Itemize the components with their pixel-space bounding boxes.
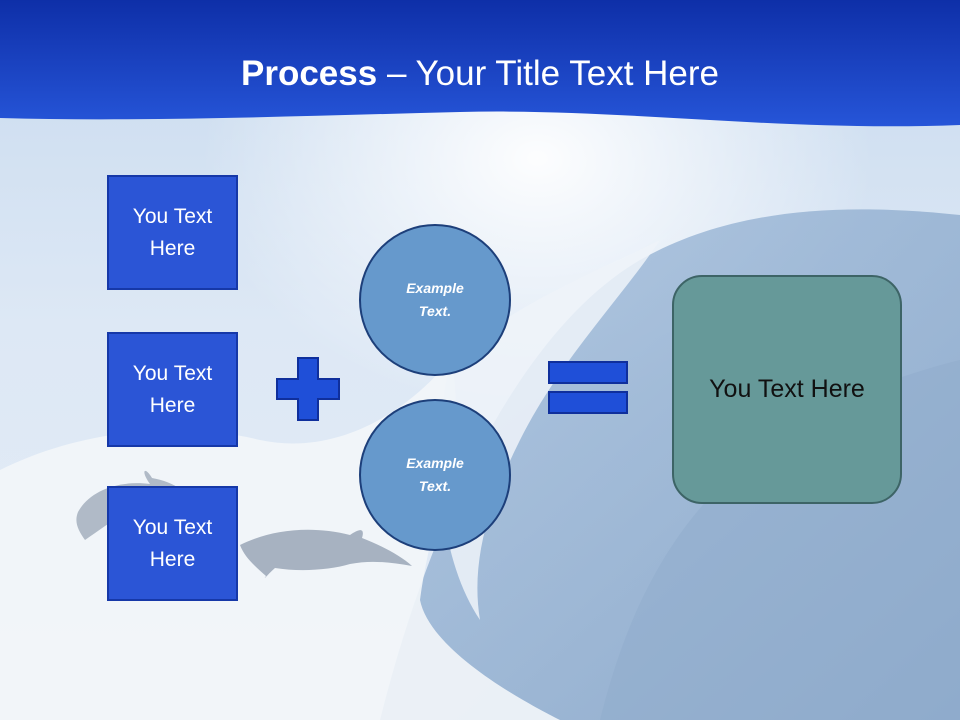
result-box: You Text Here <box>672 275 902 504</box>
title-bold-word: Process <box>241 54 378 93</box>
title-rest: – Your Title Text Here <box>377 54 719 93</box>
equals-icon <box>548 361 628 414</box>
input-box-2: You Text Here <box>107 332 238 447</box>
input-box-1: You Text Here <box>107 175 238 290</box>
plus-icon <box>276 357 340 421</box>
example-circle-1: Example Text. <box>359 224 511 376</box>
example-circle-2: Example Text. <box>359 399 511 551</box>
slide-title: Process – Your Title Text Here <box>0 52 960 96</box>
input-box-3: You Text Here <box>107 486 238 601</box>
